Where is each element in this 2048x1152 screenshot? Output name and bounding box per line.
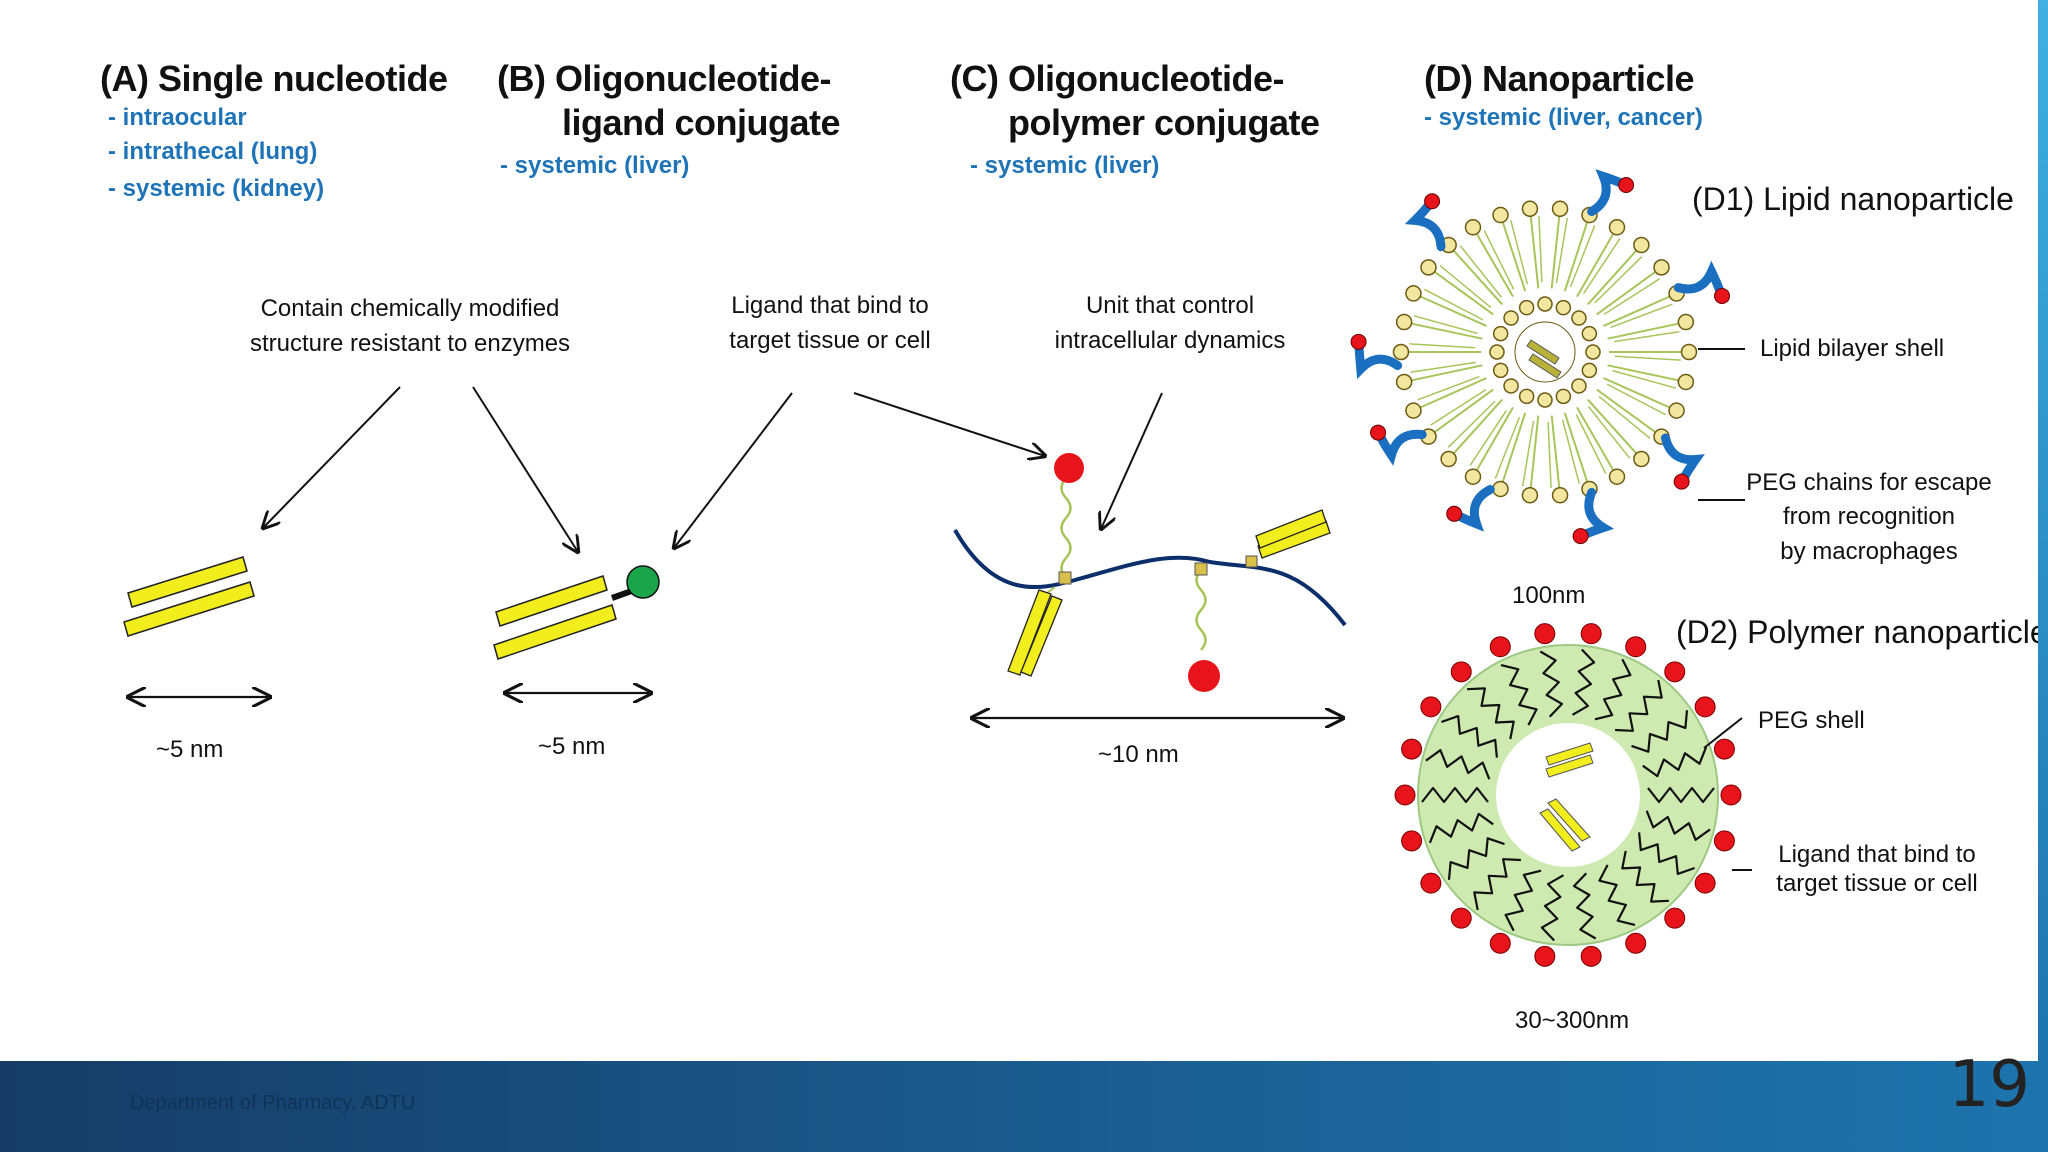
- modified-arrow-b: [472, 386, 578, 552]
- d2-size-label: 30~300nm: [1515, 1007, 1630, 1034]
- panel-c-title-line2: polymer conjugate: [1008, 102, 1320, 143]
- panel-a-size-label: ~5 nm: [156, 736, 224, 763]
- panel-c-title-line1: (C) Oligonucleotide-: [950, 58, 1284, 99]
- panel-a-route-1: - intraocular: [108, 104, 247, 131]
- ligand-arrow-c: [853, 392, 1045, 456]
- annotation-unit-line1: Unit that control: [1085, 292, 1255, 319]
- slide-edge-accent: [2038, 0, 2048, 1061]
- peg-shell-pointer: [1703, 717, 1743, 749]
- lipid-nanoparticle-graphic: [1350, 169, 1731, 545]
- panel-c-size-label: ~10 nm: [1098, 741, 1179, 768]
- footer-bar: [0, 1061, 2048, 1152]
- d1-size-label: 100nm: [1512, 582, 1586, 609]
- panel-c-route-1: - systemic (liver): [970, 152, 1160, 179]
- modified-arrow-a: [263, 386, 401, 528]
- d2-label-ligand-2: target tissue or cell: [1776, 870, 1978, 897]
- ligand-arrow-b: [674, 392, 793, 548]
- panel-a-route-3: - systemic (kidney): [108, 175, 325, 202]
- d2-label-ligand-1: Ligand that bind to: [1778, 841, 1976, 868]
- panel-d-route-1: - systemic (liver, cancer): [1424, 104, 1703, 131]
- panel-d-title: (D) Nanoparticle: [1424, 58, 1695, 99]
- panel-a-title: (A) Single nucleotide: [100, 58, 448, 99]
- page-number: 19: [1948, 1048, 2030, 1122]
- annotation-ligand-line2: target tissue or cell: [729, 327, 931, 354]
- polymer-nanoparticle-graphic: [1394, 623, 1742, 967]
- annotation-modified-line2: structure resistant to enzymes: [249, 330, 571, 357]
- d1-label-shell: Lipid bilayer shell: [1760, 335, 1945, 362]
- panel-b-size-label: ~5 nm: [538, 733, 606, 760]
- d2-title: (D2) Polymer nanoparticle: [1676, 614, 2048, 650]
- d1-title: (D1) Lipid nanoparticle: [1692, 181, 2014, 217]
- panel-b-route-1: - systemic (liver): [500, 152, 690, 179]
- unit-arrow: [1101, 392, 1163, 529]
- annotation-modified-line1: Contain chemically modified: [260, 295, 560, 322]
- panel-c-conjugate: [953, 453, 1347, 692]
- panel-a-route-2: - intrathecal (lung): [108, 138, 318, 165]
- annotation-unit-line2: intracellular dynamics: [1054, 327, 1286, 354]
- panel-b-title-line1: (B) Oligonucleotide-: [497, 58, 831, 99]
- panel-b-conjugate: [493, 565, 660, 660]
- d1-label-peg-1: PEG chains for escape: [1746, 469, 1992, 496]
- d1-label-peg-2: from recognition: [1782, 503, 1956, 530]
- footer-department: Department of Pharmacy, ADTU: [130, 1092, 416, 1114]
- panel-b-title-line2: ligand conjugate: [562, 102, 841, 143]
- d1-label-peg-3: by macrophages: [1780, 538, 1958, 565]
- annotation-ligand-line1: Ligand that bind to: [731, 292, 929, 319]
- panel-a-strands: [123, 556, 255, 637]
- d2-label-shell: PEG shell: [1758, 707, 1865, 734]
